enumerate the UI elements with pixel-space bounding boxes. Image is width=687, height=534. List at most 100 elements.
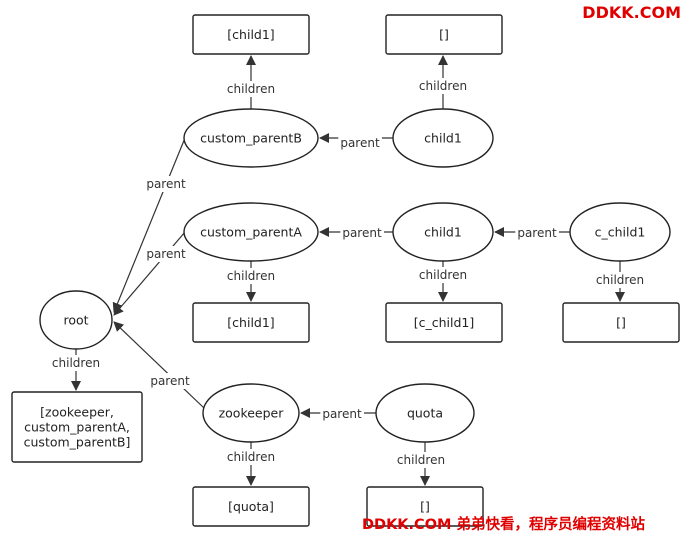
node-cpB-child1: child1 [392,108,494,168]
node-label: child1 [424,225,462,240]
node-label: zookeeper [219,406,285,421]
edge-cpA_child1-to-cpA_child1_children: children [416,261,470,302]
node-cpA-child1-children: [c_child1] [385,302,503,343]
edge-label-background [320,406,364,422]
edge-label: parent [342,226,382,240]
edge-label-background [49,355,103,371]
edge-label-background [593,272,647,288]
node-label: c_child1 [595,225,646,240]
edge-label: parent [146,177,186,191]
edge-label: children [227,269,275,283]
node-box [562,302,680,343]
edge-cpB-to-root: parent [112,137,188,313]
edge-label-background [148,373,192,389]
edge-cpB-to-cpB_children: children [224,55,278,109]
node-ellipse [183,202,319,262]
node-cpA: custom_parentA [183,202,319,262]
node-c-child1: c_child1 [569,202,671,262]
node-label: custom_parentA [200,225,302,240]
node-box [192,486,310,527]
edge-label: children [227,82,275,96]
node-label: [] [439,27,449,42]
edge-label: parent [517,226,557,240]
edge-cpB_child1-to-cpB: parent [319,133,393,151]
edge-label-background [394,452,448,468]
edge-label-background [515,225,559,241]
node-zk-children: [quota] [192,486,310,527]
node-label: [] [420,499,430,514]
edge-label: children [227,450,275,464]
nodes-layer: root [zookeeper,custom_parentA,custom_par… [11,14,680,527]
node-ellipse [392,202,494,262]
edge-label-background [224,449,278,465]
edge-label-background [338,135,382,151]
edge-c_child1-to-cpA_child1: parent [494,225,570,241]
node-label: custom_parentB [200,131,302,146]
node-label: [c_child1] [414,315,475,330]
watermark-top: DDKK.COM [582,3,681,22]
edge-label-background [144,176,188,192]
node-label: quota [407,406,443,421]
node-cpA-child1: child1 [392,202,494,262]
node-box [385,14,503,55]
edges-layer: children parent parent parent children parent… [49,55,647,486]
edge-cpA-to-root: parent [113,231,188,316]
edge-c_child1-to-c_child1_children: children [593,261,647,302]
node-label: [zookeeper,custom_parentA,custom_parentB… [24,405,131,450]
node-ellipse [375,383,475,443]
node-cpB-children: [child1] [192,14,310,55]
node-ellipse [392,108,494,168]
edge-label: parent [322,407,362,421]
edge-label: children [596,273,644,287]
node-ellipse [39,290,113,350]
edge-root-to-root_children: children [49,349,103,391]
node-box [366,486,484,527]
edge-label: parent [146,247,186,261]
node-box [11,391,143,463]
node-label: [quota] [228,499,274,514]
edge-label: children [419,79,467,93]
edge-label: children [419,268,467,282]
edge-quota-to-quota_children: children [394,442,448,486]
node-cpA-children: [child1] [192,302,310,343]
edge-label-background [416,78,470,94]
node-zk: zookeeper [202,383,300,443]
node-c-child1-children: [] [562,302,680,343]
node-ellipse [569,202,671,262]
node-box [385,302,503,343]
edge-line [113,231,186,316]
edge-label-background [416,267,470,283]
edge-zk-to-root: parent [113,321,205,409]
edge-label-background [144,246,188,262]
node-ellipse [183,108,319,168]
edge-zk-to-zk_children: children [224,442,278,486]
node-label: root [63,313,88,328]
edge-label: parent [150,374,190,388]
node-root-children: [zookeeper,custom_parentA,custom_parentB… [11,391,143,463]
edge-label-background [224,268,278,284]
node-quota-children: [] [366,486,484,527]
node-label: [child1] [227,27,274,42]
edge-label-background [340,225,384,241]
node-box [192,302,310,343]
node-cpB: custom_parentB [183,108,319,168]
node-root: root [39,290,113,350]
edge-cpA_child1-to-cpA: parent [319,225,393,241]
node-label: [child1] [227,315,274,330]
edge-line [113,321,205,409]
node-box [192,14,310,55]
node-ellipse [202,383,300,443]
node-quota: quota [375,383,475,443]
edge-cpA-to-cpA_children: children [224,261,278,302]
edge-label: children [397,453,445,467]
edge-quota-to-zk: parent [300,406,376,422]
edge-cpB_child1-to-cpB_child1_children: children [416,55,470,109]
node-label: child1 [424,131,462,146]
edge-label: parent [340,136,380,150]
edge-label-background [224,81,278,97]
node-cpB-child1-children: [] [385,14,503,55]
edge-label: children [52,356,100,370]
watermark-bottom: DDKK.COM 弟弟快看，程序员编程资料站 [362,517,645,533]
node-label: [] [616,315,626,330]
